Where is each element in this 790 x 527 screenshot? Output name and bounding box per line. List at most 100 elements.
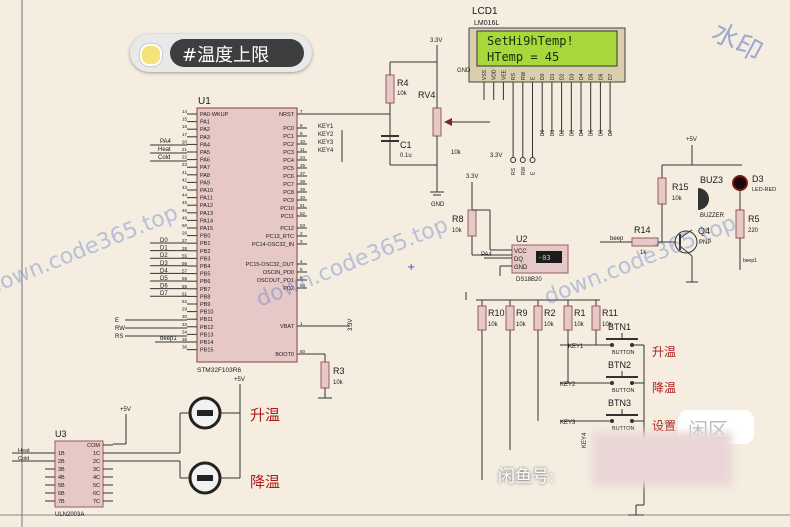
pullup-resistor xyxy=(533,305,543,331)
mcu-left-pin-num: 30 xyxy=(182,314,188,319)
svg-text:-03: -03 xyxy=(538,254,551,262)
v5-uln: +5V xyxy=(120,407,131,413)
mcu-right-pin-name: PC14-OSC32_IN xyxy=(252,242,294,248)
pullup-resistor xyxy=(591,305,601,331)
mcu-left-pin-name: PB4 xyxy=(200,264,210,270)
net-data: D0 xyxy=(160,238,168,244)
mcu-right-pin-name: OSCOUT_PD1 xyxy=(257,278,294,284)
mcu-right-pin-num: 7 xyxy=(300,109,303,114)
mcu-left-pin-num: 41 xyxy=(182,170,188,175)
r3-val: 10k xyxy=(333,380,344,386)
buz-val: BUZZER xyxy=(700,213,725,219)
mcu-stm32: U1 STM32F103R6 PA0-WKUP14PA115PA216PA317… xyxy=(182,96,307,374)
lcd-pin-name: D7 xyxy=(608,73,614,80)
mcu-left-pin-num: 46 xyxy=(182,208,188,213)
u2-gnd: GND xyxy=(514,265,528,271)
rv4-val: 10k xyxy=(451,150,462,156)
mcu-left-pin-name: PA0-WKUP xyxy=(200,112,229,118)
r4-resistor xyxy=(385,74,395,104)
mcu-right-pin-num: 53 xyxy=(300,223,306,228)
r8-ref: R8 xyxy=(452,214,464,224)
button-type: BUTTON xyxy=(612,426,635,432)
lcd-data-net: D3 xyxy=(569,129,575,136)
vbat-33: 3.3V xyxy=(348,319,354,331)
mcu-left-pin-num: 35 xyxy=(182,337,188,342)
mcu-right-pin-name: PC4 xyxy=(283,158,294,164)
mcu-ref: U1 xyxy=(198,96,211,107)
title-tag[interactable]: #温度上限 xyxy=(130,34,312,72)
net-e: E xyxy=(115,318,119,324)
mcu-left-pin-name: PB10 xyxy=(200,310,213,316)
uln-left-name: 4B xyxy=(58,475,65,481)
lcd-ctrl-terminal xyxy=(529,157,536,163)
uln-left-name: 1B xyxy=(58,451,65,457)
led-red xyxy=(732,175,748,191)
mcu-right-pin-name: PC13_RTC xyxy=(266,234,294,240)
net-pa4: PA4 xyxy=(160,139,172,145)
pullup-val: 10k xyxy=(602,322,613,328)
mcu-right-pin-num: 54 xyxy=(300,283,306,288)
mcu-left-pin-num: 23 xyxy=(182,162,188,167)
pullup-resistor xyxy=(563,305,573,331)
mcu-right-pin-name: PC5 xyxy=(283,166,294,172)
mcu-right-pin-name: BOOT0 xyxy=(275,352,294,358)
r15-ref: R15 xyxy=(672,182,689,192)
button-contact xyxy=(630,381,634,385)
net-rs: RS xyxy=(115,334,123,340)
uln-left-name: 5B xyxy=(58,483,65,489)
mcu-right-pin-num: 5 xyxy=(300,267,303,272)
tag-label: #温度上限 xyxy=(182,45,270,66)
v33-top: 3.3V xyxy=(430,38,442,44)
mcu-left-pin-num: 15 xyxy=(182,117,188,122)
lcd-data-net: D6 xyxy=(598,129,604,136)
mcu-left-pin-num: 50 xyxy=(182,223,188,228)
net-data: D5 xyxy=(160,276,168,282)
mcu-right-pin-num: 52 xyxy=(300,211,306,216)
lcd-model: LM016L xyxy=(474,20,499,27)
mcu-right-pin-num: 39 xyxy=(300,187,306,192)
mcu-right-pin-num: 11 xyxy=(300,147,305,152)
mcu-right-pin-name: PC10 xyxy=(280,206,294,212)
net-heat: Heat xyxy=(158,147,171,153)
mcu-left-pin-num: 56 xyxy=(182,261,188,266)
button-contact xyxy=(610,343,614,347)
pullup-ref: R1 xyxy=(574,308,586,318)
mcu-right-pin-name: PC9 xyxy=(283,198,294,204)
button-type: BUTTON xyxy=(612,388,635,394)
mcu-left-pin-num: 29 xyxy=(182,307,188,312)
btn3-label: 设置 xyxy=(652,419,676,433)
mcu-left-pin-num: 42 xyxy=(182,177,188,182)
buzzer-circuit: +5V R15 10k BUZ3 BUZZER D3 LED-RED R5 22… xyxy=(600,137,776,283)
button-type: BUTTON xyxy=(612,350,635,356)
pullup-val: 10k xyxy=(488,322,499,328)
mcu-left-pin-num: 17 xyxy=(182,132,188,137)
mcu-right-pin-name: PC0 xyxy=(283,126,294,132)
mcu-right-pin-num: 3 xyxy=(300,239,303,244)
pullup-val: 10k xyxy=(516,322,527,328)
r8-val: 10k xyxy=(452,228,463,234)
mcu-left-pin-name: PB9 xyxy=(200,302,210,308)
mcu-left-pin-num: 57 xyxy=(182,269,188,274)
lcd-ctrl-terminal xyxy=(519,157,526,163)
motor1-label: 升温 xyxy=(250,406,280,424)
net-data: D4 xyxy=(160,268,168,274)
net-data: D7 xyxy=(160,291,168,297)
lcd-data-net: D4 xyxy=(579,129,585,136)
kp-key2: KEY2 xyxy=(560,382,576,388)
mcu-right-pin-name: PC2 xyxy=(283,142,294,148)
q4-val: PNP xyxy=(699,240,711,246)
uln2003-driver: U3 ULN2003A 1B2B3B4B5B6B7BCOM1C2C3C4C5C6… xyxy=(12,377,280,518)
net-beep: beep xyxy=(610,236,624,242)
lcd-ctrl-terminal xyxy=(510,157,517,163)
lcd-pin-name: D1 xyxy=(550,73,556,80)
lcd-pin-name: D0 xyxy=(540,73,546,80)
net-data: D3 xyxy=(160,261,168,267)
lcd-pin-name: D2 xyxy=(560,73,566,80)
reset-network: 3.3V R4 10k C1 0.1u RV4 10k GND GND 3.3V xyxy=(381,38,502,208)
v5-motor: +5V xyxy=(234,377,245,383)
pullup-val: 10k xyxy=(574,322,585,328)
uln-net-heat: Heat xyxy=(18,448,30,454)
